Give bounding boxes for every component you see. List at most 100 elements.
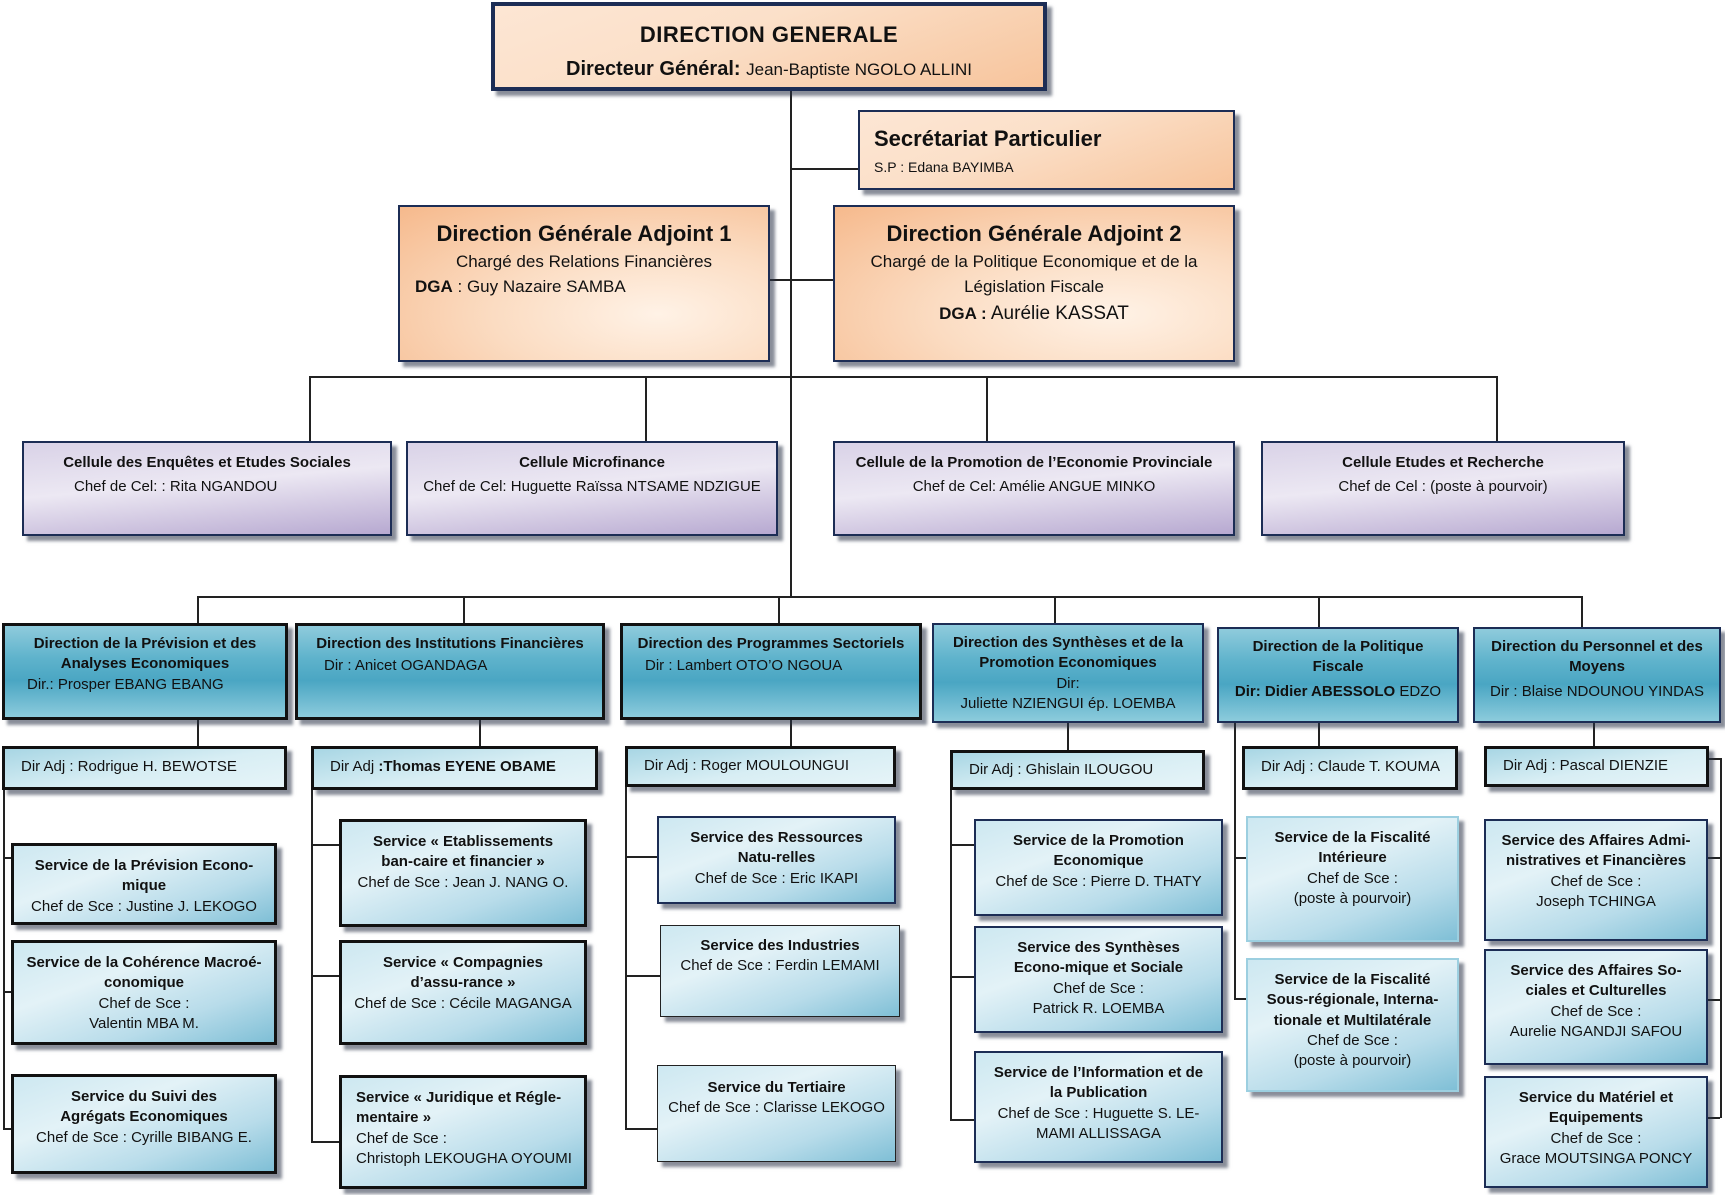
direction-box[interactable]: Direction de la Politique Fiscale Dir: D… <box>1217 627 1459 723</box>
service-chef: Chef de Sce : Pierre D. THATY <box>995 872 1202 890</box>
service-chef: Chef de Sce : Ferdin LEMAMI <box>680 957 880 975</box>
dir-adjoint-box[interactable]: Dir Adj : Rodrigue H. BEWOTSE <box>2 746 287 790</box>
cellule-chef: Chef de Cel: : Rita NGANDOU <box>74 478 278 496</box>
service-chef: Chef de Sce : <box>1550 1002 1642 1020</box>
cellule-chef: Chef de Cel: Amélie ANGUE MINKO <box>912 478 1156 496</box>
cellule-box[interactable]: Cellule Microfinance Chef de Cel: Huguet… <box>406 441 778 536</box>
service-box[interactable]: Service « Etablissements ban-caire et fi… <box>339 819 587 927</box>
service-chef: Chef de Sce : <box>1053 979 1144 997</box>
service-chef: Chef de Sce : Eric IKAPI <box>694 869 859 887</box>
direction-box[interactable]: Direction des Synthèses et de la Promoti… <box>932 623 1204 723</box>
cellule-title: Cellule de la Promotion de l’Economie Pr… <box>855 454 1213 471</box>
dga2-title: Direction Générale Adjoint 2 <box>886 221 1182 246</box>
direction-box[interactable]: Direction des Institutions Financières D… <box>295 623 605 720</box>
cellule-box[interactable]: Cellule des Enquêtes et Etudes Sociales … <box>22 441 392 536</box>
connector-col6-s3 <box>1708 1117 1720 1119</box>
connector-col5-s2 <box>1234 998 1246 1000</box>
connector-col4-s1 <box>950 844 974 846</box>
service-title: Service « Juridique et Régle-mentaire » <box>356 1089 562 1127</box>
service-title: Service du Matériel et Equipements <box>1518 1089 1674 1127</box>
service-box[interactable]: Service des Synthèses Econo-mique et Soc… <box>974 926 1223 1033</box>
service-box[interactable]: Service « Juridique et Régle-mentaire » … <box>339 1075 587 1189</box>
dga1-box[interactable]: Direction Générale Adjoint 1 Chargé des … <box>398 205 770 362</box>
cellule-title: Cellule Etudes et Recherche <box>1342 454 1544 471</box>
connector-direction-6 <box>1581 596 1583 627</box>
service-chef: Chef de Sce : Jean J. NANG O. <box>357 873 569 891</box>
service-box[interactable]: Service de la Promotion Economique Chef … <box>974 819 1223 916</box>
cellule-box[interactable]: Cellule de la Promotion de l’Economie Pr… <box>833 441 1235 536</box>
connector-adj-3 <box>790 720 792 746</box>
cellule-title: Cellule Microfinance <box>519 454 665 471</box>
service-chef-name: Patrick R. LOEMBA <box>1032 999 1165 1017</box>
direction-box[interactable]: Direction du Personnel et des Moyens Dir… <box>1473 627 1721 723</box>
connector-direction-3 <box>778 596 780 623</box>
cellule-box[interactable]: Cellule Etudes et Recherche Chef de Cel … <box>1261 441 1625 536</box>
service-chef-name: Christoph LEKOUGHA OYOUMI <box>356 1149 572 1167</box>
direction-title: Direction de la Politique Fiscale <box>1252 638 1424 676</box>
connector-col3-spine <box>625 785 627 1129</box>
service-title: Service des Synthèses Econo-mique et Soc… <box>1013 939 1184 977</box>
connector-col4-spine <box>950 785 952 1120</box>
dir-adjoint-box[interactable]: Dir Adj : Ghislain ILOUGOU <box>950 750 1205 790</box>
dir-adjoint-text: Dir Adj : Claude T. KOUMA <box>1261 758 1440 775</box>
service-box[interactable]: Service de la Cohérence Macroé-conomique… <box>11 940 277 1045</box>
service-title: Service de la Prévision Econo-mique <box>34 857 254 895</box>
service-box[interactable]: Service du Tertiaire Chef de Sce : Clari… <box>657 1065 896 1162</box>
connector-col6-spine <box>1720 758 1722 1118</box>
direction-generale-title: DIRECTION GENERALE <box>639 22 899 47</box>
service-box[interactable]: Service de l’Information et de la Public… <box>974 1051 1223 1163</box>
service-box[interactable]: Service du Matériel et Equipements Chef … <box>1484 1076 1708 1188</box>
connector-col6-s1 <box>1708 857 1720 859</box>
service-title: Service des Ressources Natu-relles <box>690 829 863 867</box>
direction-director: Juliette NZIENGUI ép. LOEMBA <box>960 694 1176 712</box>
dir-adjoint-text: Dir Adj :Thomas EYENE OBAME <box>330 749 595 785</box>
directeur-general-label: Directeur Général: <box>566 57 741 80</box>
service-box[interactable]: Service des Affaires Admi-nistratives et… <box>1484 819 1708 941</box>
dir-adjoint-text: Dir Adj : Roger MOULOUNGUI <box>644 757 850 774</box>
connector-col3-s3 <box>625 1128 657 1130</box>
dir-adjoint-name: :Thomas EYENE OBAME <box>378 758 556 775</box>
cellule-chef: Chef de Cel: Huguette Raïssa NTSAME NDZI… <box>423 478 761 496</box>
service-chef-name: Joseph TCHINGA <box>1536 892 1656 910</box>
direction-generale-box[interactable]: DIRECTION GENERALE Directeur Général: Je… <box>491 2 1047 91</box>
direction-title: Direction des Synthèses et de la Promoti… <box>952 634 1184 672</box>
service-chef: Chef de Sce : <box>1307 1031 1398 1049</box>
connector-cellule-1 <box>309 376 311 441</box>
service-chef-name: MAMI ALLISSAGA <box>1035 1124 1162 1142</box>
dga2-box[interactable]: Direction Générale Adjoint 2 Chargé de l… <box>833 205 1235 362</box>
direction-title: Direction de la Prévision et des Analyse… <box>33 635 257 673</box>
dir-adjoint-box[interactable]: Dir Adj : Roger MOULOUNGUI <box>625 746 896 787</box>
direction-box[interactable]: Direction des Programmes Sectoriels Dir … <box>620 623 922 720</box>
service-box[interactable]: Service de la Fiscalité Intérieure Chef … <box>1246 816 1459 942</box>
service-title: Service « Etablissements ban-caire et fi… <box>372 833 554 871</box>
service-box[interactable]: Service des Industries Chef de Sce : Fer… <box>660 925 900 1017</box>
service-chef: Chef de Sce : Huguette S. LE- <box>997 1104 1200 1122</box>
service-box[interactable]: Service « Compagnies d’assu-rance » Chef… <box>339 940 587 1045</box>
service-box[interactable]: Service de la Fiscalité Sous-régionale, … <box>1246 958 1459 1092</box>
service-box[interactable]: Service du Suivi des Agrégats Economique… <box>11 1074 277 1174</box>
service-box[interactable]: Service de la Prévision Econo-mique Chef… <box>11 843 277 925</box>
dga1-title: Direction Générale Adjoint 1 <box>436 221 732 246</box>
cellule-chef: Chef de Cel : (poste à pourvoir) <box>1338 478 1548 496</box>
service-box[interactable]: Service des Affaires So-ciales et Cultur… <box>1484 949 1708 1065</box>
direction-director-label: Dir: Didier ABESSOLO <box>1234 682 1396 700</box>
secretariat-box[interactable]: Secrétariat Particulier S.P : Edana BAYI… <box>858 110 1235 190</box>
dir-adjoint-label: Dir Adj <box>330 758 379 775</box>
connector-col1-spine <box>3 790 5 1128</box>
connector-col1-s2 <box>3 991 12 993</box>
connector-direction-4 <box>1054 596 1056 623</box>
dir-adjoint-box[interactable]: Dir Adj : Claude T. KOUMA <box>1242 746 1458 790</box>
direction-box[interactable]: Direction de la Prévision et des Analyse… <box>2 623 288 720</box>
service-chef: Chef de Sce : <box>1550 1129 1642 1147</box>
connector-adj-1 <box>197 720 199 746</box>
connector-cellule-3 <box>986 376 988 441</box>
dir-adjoint-box[interactable]: Dir Adj :Thomas EYENE OBAME <box>311 746 598 790</box>
service-title: Service de l’Information et de la Public… <box>993 1064 1204 1102</box>
service-chef-name: (poste à pourvoir) <box>1293 1052 1412 1069</box>
connector-adj-4 <box>1067 722 1069 750</box>
service-title: Service des Affaires Admi-nistratives et… <box>1501 832 1691 870</box>
dir-adjoint-box[interactable]: Dir Adj : Pascal DIENZIE <box>1484 746 1709 787</box>
connector-direction-1 <box>197 596 199 623</box>
connector-col4-s3 <box>950 1119 974 1121</box>
service-box[interactable]: Service des Ressources Natu-relles Chef … <box>657 816 896 904</box>
